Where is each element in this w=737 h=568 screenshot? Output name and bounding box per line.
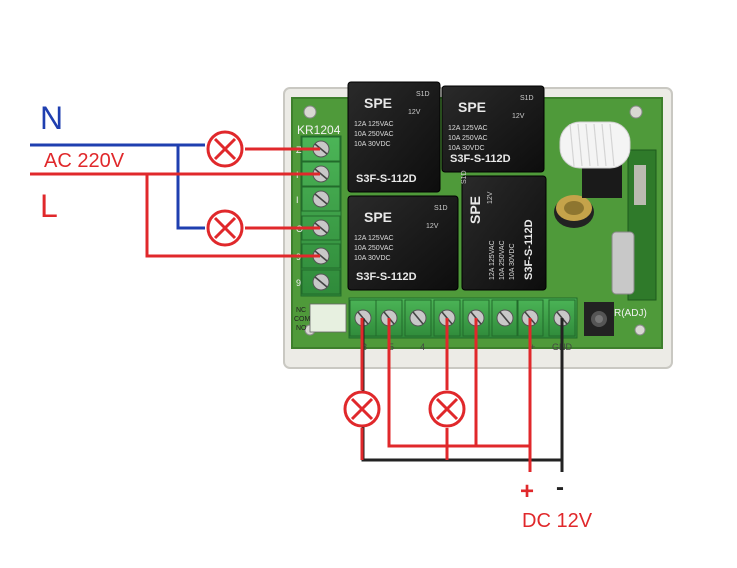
- relay-code: S1D: [461, 170, 468, 184]
- relay-rating: 10A 30VDC: [354, 141, 391, 148]
- relay: SPE S1D 12V 12A 125VAC 10A 250VAC 10A 30VDC S3…: [347, 81, 441, 193]
- relay-model: S3F-S-112D: [356, 271, 417, 283]
- relay-rating: 10A 30VDC: [509, 243, 516, 280]
- relay-rating: 10A 30VDC: [354, 255, 391, 262]
- dc-voltage-label: DC 12V: [522, 510, 593, 532]
- ac-terminal-label: I: [296, 195, 299, 205]
- relay-code: S1D: [434, 205, 448, 212]
- relay: SPE S1D 12V 12A 125VAC 10A 250VAC 10A 30VDC S3…: [347, 195, 459, 291]
- coil-antenna-icon: [559, 121, 631, 169]
- lamp-x-icon: [206, 130, 244, 168]
- dc-terminal-label: +: [530, 342, 535, 352]
- relay-rating: 10A 250VAC: [499, 240, 506, 280]
- relay-brand: SPE: [364, 209, 392, 225]
- live-wire: [30, 147, 320, 258]
- relay-brand: SPE: [364, 95, 392, 111]
- svg-text:NC: NC: [296, 307, 306, 314]
- mount-hole-icon: [303, 105, 317, 119]
- relay-coil: 12V: [512, 113, 525, 120]
- live-label: L: [40, 188, 58, 224]
- dc-terminal-label: 3: [362, 342, 367, 352]
- svg-text:NO: NO: [296, 325, 307, 332]
- relay-model: S3F-S-112D: [450, 153, 511, 165]
- relay-rating: 10A 250VAC: [354, 131, 394, 138]
- relay-code: S1D: [520, 95, 534, 102]
- dc-terminal-label: 5: [389, 342, 394, 352]
- relay-coil: 12V: [426, 223, 439, 230]
- lamp-x-icon: [428, 390, 466, 428]
- nc-com-no-table: NC COM NO: [294, 303, 347, 333]
- relay-rating: 12A 125VAC: [354, 121, 394, 128]
- relay-rating: 12A 125VAC: [489, 240, 496, 280]
- lamp-x-icon: [343, 390, 381, 428]
- dc-minus-label: -: [556, 474, 564, 501]
- relay: SPE S1D 12V 12A 125VAC 10A 250VAC 10A 30VDCS3…: [441, 85, 545, 173]
- crystal-can: [611, 231, 635, 295]
- relay-rating: 10A 250VAC: [448, 135, 488, 142]
- ac-terminal-label: 9: [296, 278, 301, 288]
- relay-coil: 12V: [408, 109, 421, 116]
- relay-model: S3F-S-112D: [356, 173, 417, 185]
- capacitor-icon: [554, 195, 594, 228]
- lamp-x-icon: [206, 209, 244, 247]
- ac-terminal-screw[interactable]: [312, 190, 330, 208]
- relay-rating: 10A 30VDC: [448, 145, 485, 152]
- dc-positive-wire: [360, 318, 532, 472]
- dc-plus-label: +: [520, 478, 535, 505]
- mount-hole-icon: [629, 105, 643, 119]
- relay-rating: 12A 125VAC: [448, 125, 488, 132]
- relay-rating: 10A 250VAC: [354, 245, 394, 252]
- ac-terminal-screw[interactable]: [312, 273, 330, 291]
- ac-voltage-label: AC 220V: [44, 150, 125, 172]
- mount-hole-icon: [634, 324, 646, 336]
- dc-terminal-label: 4: [420, 342, 425, 352]
- relay-code: S1D: [416, 91, 430, 98]
- adj-label: R(ADJ): [614, 308, 647, 319]
- dc-terminal-screw[interactable]: [409, 309, 427, 327]
- relay-model: S3F-S-112D: [523, 219, 535, 280]
- dc-terminal-screw[interactable]: [496, 309, 514, 327]
- ac-terminal-screw[interactable]: [312, 140, 330, 158]
- relay-rating: 12A 125VAC: [354, 235, 394, 242]
- push-button-icon[interactable]: [584, 302, 614, 336]
- relay-brand: SPE: [467, 196, 483, 224]
- board-model: KR1204: [297, 123, 341, 137]
- svg-text:COM: COM: [294, 316, 311, 323]
- ac-terminal-screw[interactable]: [312, 165, 330, 183]
- relay-coil: 12V: [487, 191, 494, 204]
- neutral-label: N: [40, 100, 64, 136]
- relay-brand: SPE: [458, 99, 486, 115]
